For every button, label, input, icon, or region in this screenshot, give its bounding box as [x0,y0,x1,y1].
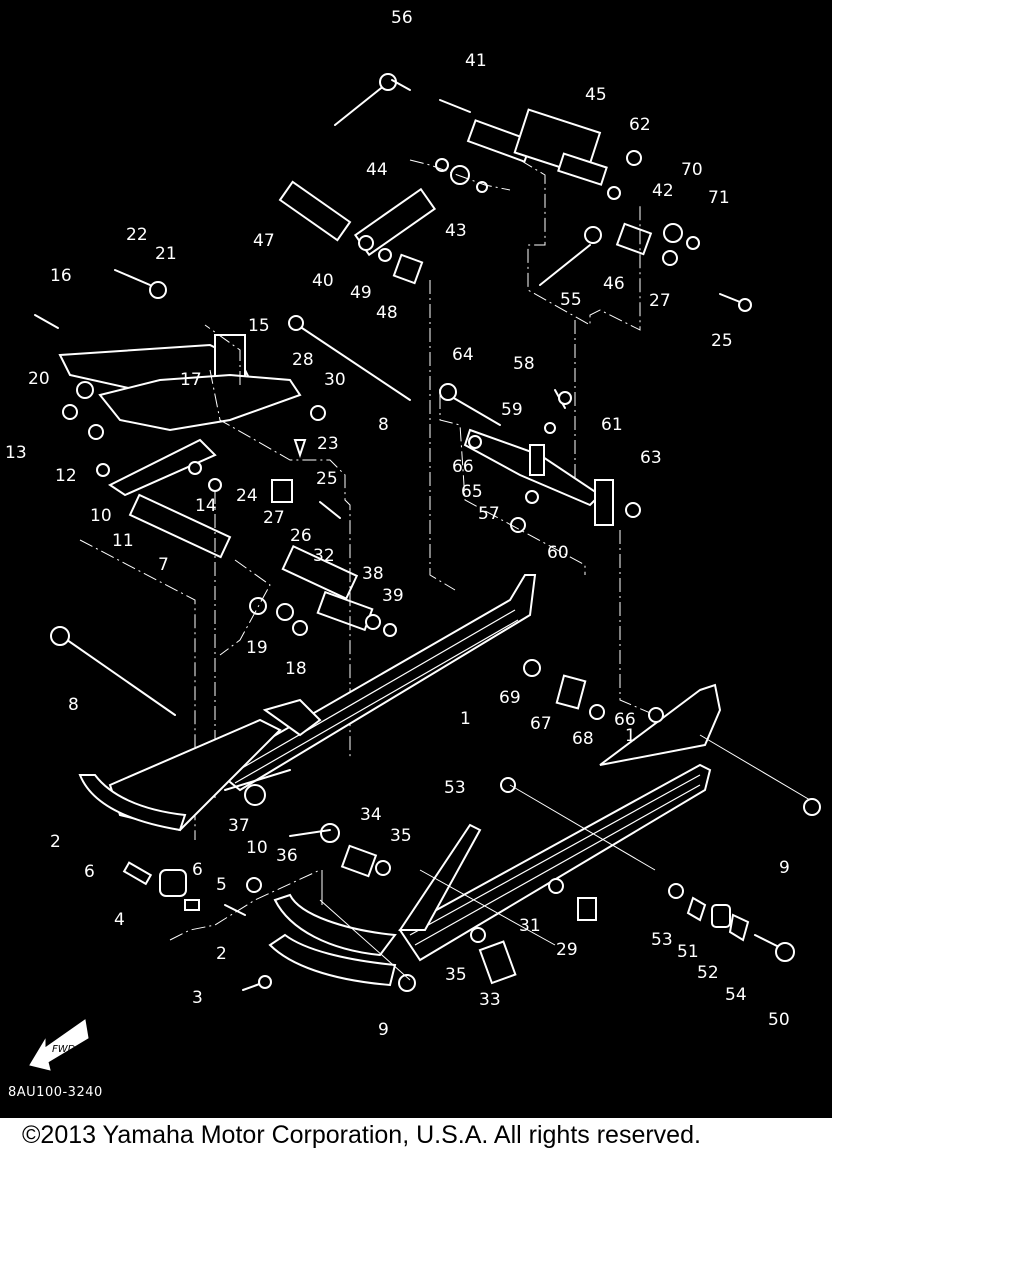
part-number: 54 [725,985,747,1005]
part-number: 41 [465,51,487,71]
exploded-parts-diagram: FWD 56 41 45 62 70 71 44 42 43 47 40 49 … [0,0,832,1118]
part-number: 8 [68,695,79,715]
upper-shock-group [278,73,752,331]
part-number: 53 [651,930,673,950]
part-number: 25 [316,469,338,489]
part-number: 37 [228,816,250,836]
part-number: 70 [681,160,703,180]
part-number: 9 [378,1020,389,1040]
part-number: 27 [649,291,671,311]
part-number: 57 [478,504,500,524]
part-number: 10 [246,838,268,858]
part-number: 38 [362,564,384,584]
part-number: 60 [547,543,569,563]
part-number: 59 [501,400,523,420]
part-number: 45 [585,85,607,105]
part-number: 50 [768,1010,790,1030]
part-number: 31 [519,916,541,936]
ski-rails-group [78,574,722,987]
part-number: 55 [560,290,582,310]
part-number: 23 [317,434,339,454]
part-number: 29 [556,940,578,960]
part-number: 34 [360,805,382,825]
part-number: 3 [192,988,203,1008]
fwd-arrow-icon: FWD [29,1019,89,1071]
part-number: 15 [248,316,270,336]
part-number: 13 [5,443,27,463]
part-number: 27 [263,508,285,528]
part-number: 28 [292,350,314,370]
part-number: 48 [376,303,398,323]
part-number: 7 [158,555,169,575]
part-number: 1 [460,709,471,729]
part-number: 26 [290,526,312,546]
part-number: 25 [711,331,733,351]
part-number: 71 [708,188,730,208]
part-number: 39 [382,586,404,606]
part-number: 51 [677,942,699,962]
part-number: 17 [180,370,202,390]
part-number: 42 [652,181,674,201]
part-number: 66 [452,457,474,477]
part-number: 61 [601,415,623,435]
part-number: 35 [445,965,467,985]
part-number: 44 [366,160,388,180]
part-number: 68 [572,729,594,749]
part-number: 65 [461,482,483,502]
part-number: 14 [195,496,217,516]
part-number: 67 [530,714,552,734]
diagram-code: 8AU100-3240 [8,1085,103,1100]
part-number: 12 [55,466,77,486]
part-number: 66 [614,710,636,730]
part-number: 10 [90,506,112,526]
part-number: 56 [391,8,413,28]
part-number: 53 [444,778,466,798]
copyright-notice: ©2013 Yamaha Motor Corporation, U.S.A. A… [22,1121,701,1149]
part-number: 11 [112,531,134,551]
diagram-drawing: FWD [29,73,821,1071]
part-number: 47 [253,231,275,251]
ski-parts-group [50,626,821,992]
part-number: 35 [390,826,412,846]
fwd-label: FWD [52,1044,76,1055]
part-number: 8 [378,415,389,435]
part-number: 18 [285,659,307,679]
part-number: 43 [445,221,467,241]
part-number: 19 [246,638,268,658]
part-number: 58 [513,354,535,374]
part-number: 63 [640,448,662,468]
part-number: 40 [312,271,334,291]
part-number: 22 [126,225,148,245]
part-number: 1 [625,726,636,746]
part-number: 20 [28,369,50,389]
part-number: 52 [697,963,719,983]
part-number: 16 [50,266,72,286]
part-number: 2 [216,944,227,964]
part-number: 33 [479,990,501,1010]
part-number: 69 [499,688,521,708]
part-number: 62 [629,115,651,135]
part-number: 9 [779,858,790,878]
part-number: 2 [50,832,61,852]
part-number: 6 [84,862,95,882]
part-number: 6 [192,860,203,880]
part-number: 64 [452,345,474,365]
part-number: 46 [603,274,625,294]
part-number: 32 [313,546,335,566]
part-number: 4 [114,910,125,930]
part-number: 30 [324,370,346,390]
part-number: 24 [236,486,258,506]
part-number: 5 [216,875,227,895]
mid-bracket-group [429,280,656,716]
left-arm-group [34,269,411,840]
part-number: 49 [350,283,372,303]
part-number: 36 [276,846,298,866]
part-number: 21 [155,244,177,264]
